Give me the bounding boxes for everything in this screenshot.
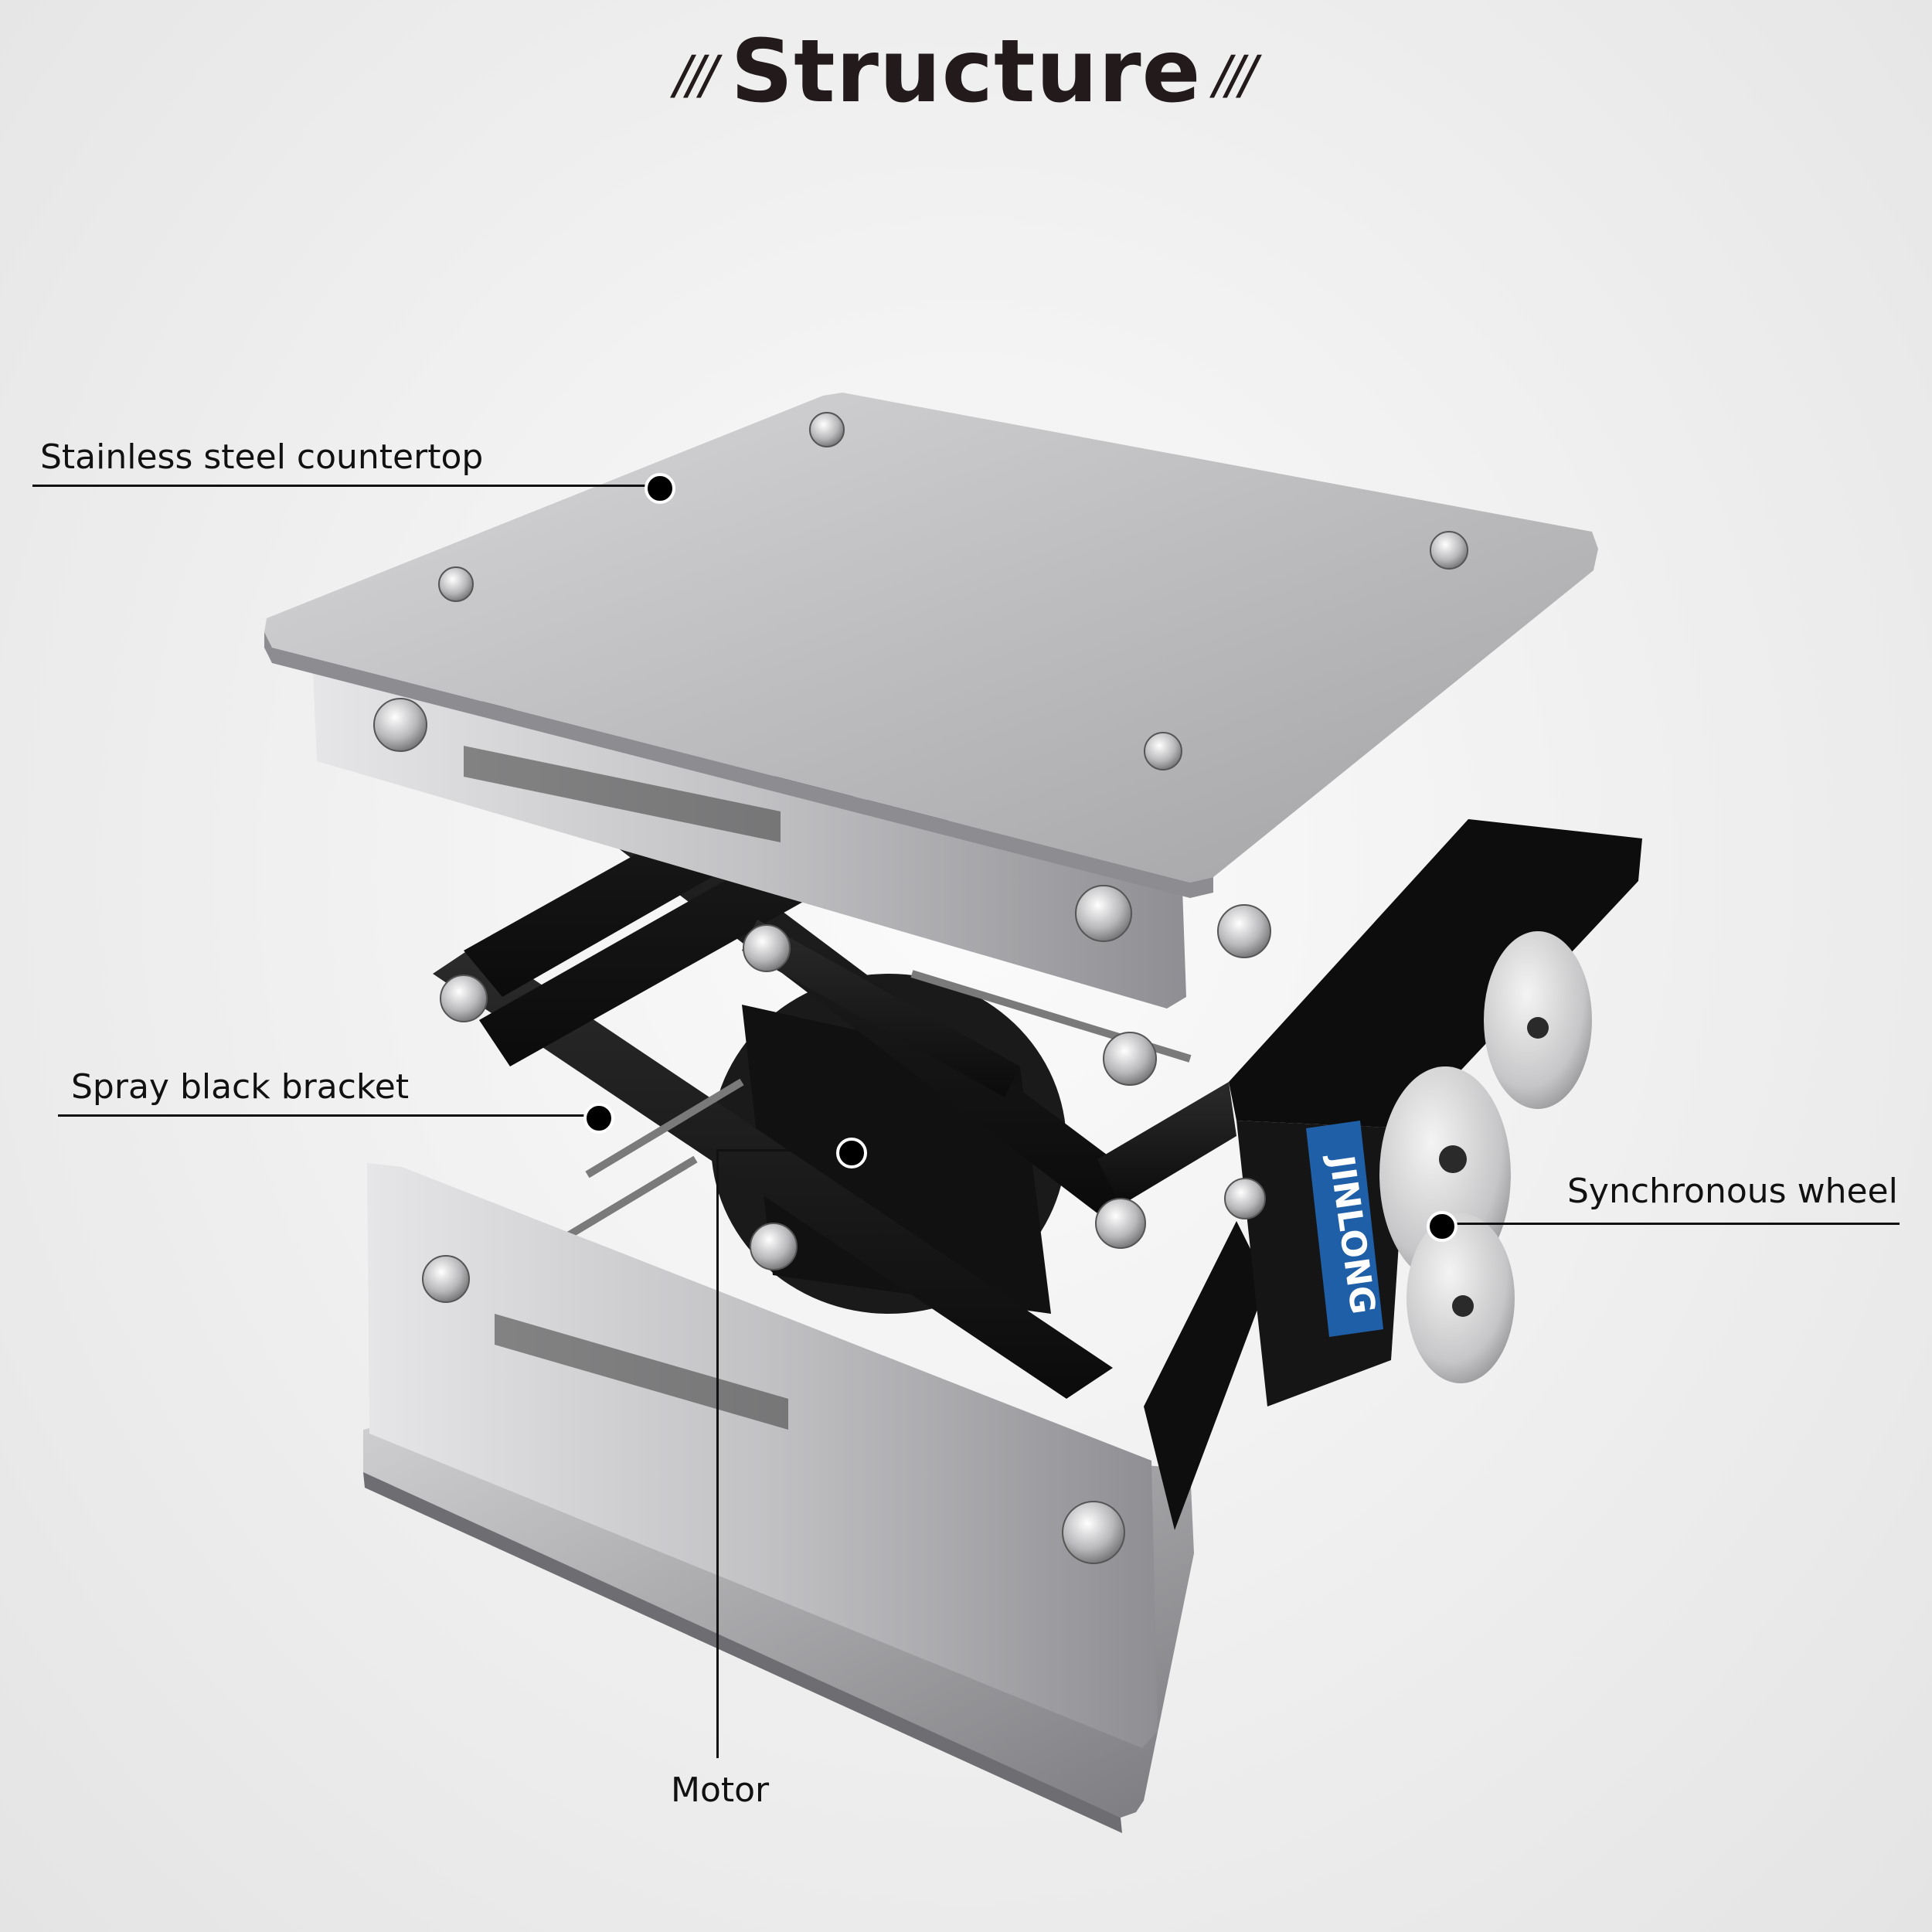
callout-label-bracket: Spray black bracket bbox=[71, 1067, 410, 1107]
title-decoration-left: /// bbox=[674, 45, 718, 106]
callout-dot-bracket bbox=[583, 1103, 614, 1134]
callout-label-wheel: Synchronous wheel bbox=[1567, 1172, 1898, 1211]
page-title: Structure bbox=[730, 22, 1202, 122]
callout-line-wheel bbox=[1442, 1223, 1900, 1225]
bolts bbox=[373, 412, 1468, 1564]
lower-steel-plate bbox=[367, 1163, 1158, 1748]
callout-line-bracket bbox=[58, 1114, 599, 1117]
callout-line-motor-horizontal bbox=[716, 1149, 852, 1151]
callout-line-countertop bbox=[32, 485, 660, 487]
stainless-steel-countertop bbox=[264, 393, 1598, 898]
callout-dot-wheel bbox=[1427, 1211, 1458, 1242]
callout-dot-motor bbox=[836, 1138, 867, 1168]
upper-steel-plate bbox=[313, 668, 1186, 1009]
title-decoration-right: /// bbox=[1213, 45, 1257, 106]
callout-line-motor-vertical bbox=[716, 1149, 719, 1758]
synchronous-wheels: JINLONG bbox=[1306, 931, 1592, 1383]
callout-dot-countertop bbox=[645, 473, 675, 504]
callout-label-countertop: Stainless steel countertop bbox=[40, 437, 484, 477]
callout-label-motor: Motor bbox=[671, 1770, 770, 1810]
